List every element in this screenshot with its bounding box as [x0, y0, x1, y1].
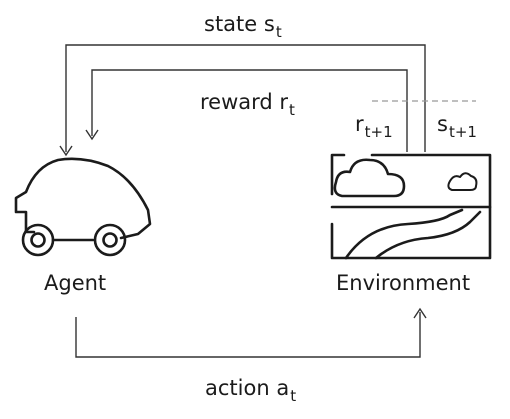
reward-label-subscript: t: [289, 101, 295, 119]
state-arrowhead: [59, 145, 73, 157]
state-arrow: [65, 44, 426, 152]
agent-label: Agent: [44, 271, 107, 295]
agent-car-icon: [14, 157, 152, 257]
state-label-subscript: t: [275, 23, 282, 41]
reward-next-label: rt+1: [355, 112, 393, 140]
reward-arrow: [91, 69, 408, 152]
reward-next-text: r: [355, 112, 364, 136]
environment-label: Environment: [336, 271, 471, 295]
action-label: action at: [205, 376, 296, 404]
state-next-subscript: t+1: [448, 123, 477, 141]
action-label-text: action a: [205, 376, 290, 400]
action-label-subscript: t: [290, 387, 297, 405]
reward-label-text: reward r: [200, 90, 289, 114]
reward-arrowhead: [85, 129, 99, 141]
state-label-text: state s: [204, 12, 275, 36]
state-next-text: s: [437, 112, 448, 136]
environment-icon: [330, 153, 492, 260]
reward-label: reward rt: [200, 90, 295, 118]
state-label: state st: [204, 12, 282, 40]
action-arrowhead: [413, 307, 427, 319]
reward-next-subscript: t+1: [364, 123, 393, 141]
state-next-label: st+1: [437, 112, 477, 140]
action-arrow: [75, 312, 421, 358]
